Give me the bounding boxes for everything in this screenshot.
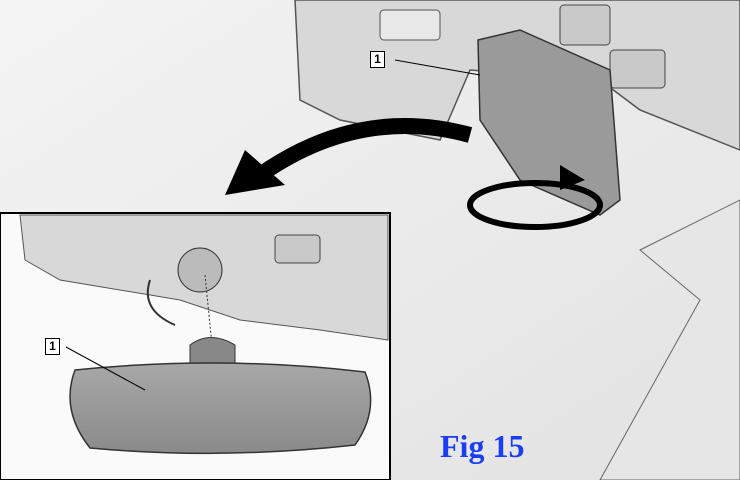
mirror-body <box>477 29 621 216</box>
windshield-pillar <box>599 199 740 480</box>
figure-label: Fig 15 <box>440 428 525 464</box>
overhead-light <box>559 4 611 46</box>
inset-overhead-light <box>274 234 321 264</box>
inset-mirror-body <box>69 362 372 455</box>
curved-arrow-head-icon <box>225 150 285 195</box>
mirror-mount-bracket <box>177 247 223 293</box>
inset-callout-1: 1 <box>45 338 60 355</box>
overhead-light <box>609 49 666 89</box>
callout-1: 1 <box>370 51 385 68</box>
inset-callout-leader <box>65 346 146 391</box>
rotate-arrow-head-icon <box>560 165 585 190</box>
mirror-mount <box>189 337 236 366</box>
wire-harness <box>146 279 176 326</box>
callout-leader <box>394 59 481 76</box>
curved-arrow-icon <box>255 118 473 182</box>
overhead-panel <box>379 9 441 41</box>
rotate-arrow-icon <box>467 180 603 230</box>
